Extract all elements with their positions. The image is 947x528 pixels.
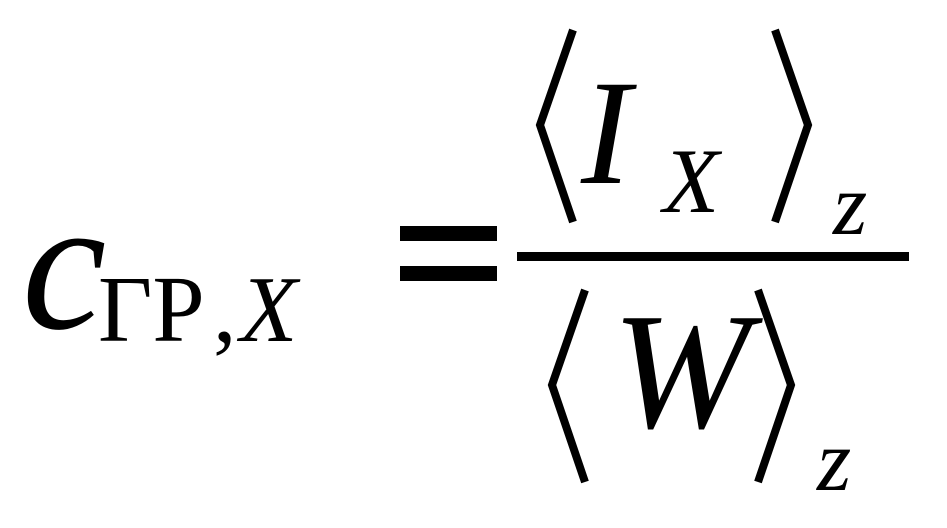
lhs-subscript-separator: , — [213, 258, 237, 362]
fraction-bar — [517, 252, 909, 261]
lhs-subscript-italic: X — [240, 258, 298, 362]
numerator-right-angle-bracket — [771, 28, 813, 224]
lhs-subscript-upright: ГР — [98, 258, 205, 362]
equals-sign-bottom-bar — [400, 266, 497, 281]
numerator-outer-subscript: z — [833, 157, 868, 254]
denominator-left-angle-bracket — [547, 288, 589, 484]
numerator-subscript: X — [663, 130, 720, 232]
numerator-left-angle-bracket — [535, 28, 577, 224]
numerator-variable: I — [581, 50, 631, 216]
denominator-right-angle-bracket — [754, 288, 796, 484]
equals-sign-top-bar — [400, 226, 497, 241]
denominator-outer-subscript: z — [817, 413, 852, 510]
denominator-variable: W — [612, 279, 751, 463]
lhs-variable: c — [22, 160, 107, 370]
